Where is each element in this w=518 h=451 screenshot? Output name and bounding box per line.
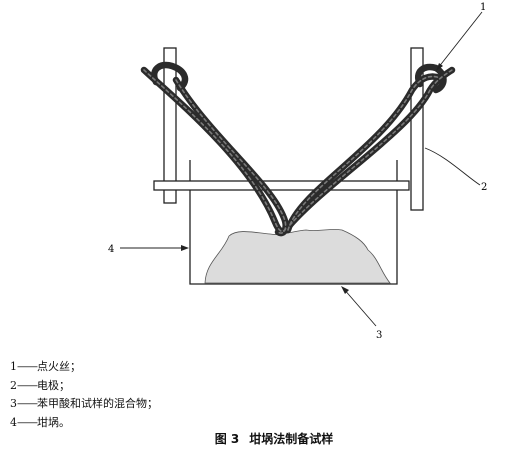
- figure-title: 坩埚法制备试样: [249, 432, 334, 446]
- legend-item: 4——坩埚。: [10, 414, 158, 433]
- ignition-wire: [140, 61, 456, 237]
- callout-1: 1: [480, 2, 486, 13]
- callout-2: 2: [481, 182, 487, 193]
- legend-item: 1——点火丝；: [10, 358, 158, 377]
- leader-line-2: [424, 147, 481, 186]
- leader-line-1: [437, 11, 483, 69]
- legend-number: 3: [10, 397, 17, 410]
- crucible: [189, 160, 398, 285]
- leader-arrow-4: [181, 245, 189, 251]
- callout-3: 3: [376, 330, 382, 341]
- legend-dash: ——: [17, 415, 38, 429]
- legend-dash: ——: [17, 397, 38, 410]
- electrode-crossbar: [153, 180, 410, 191]
- figure-number: 图 3: [214, 432, 240, 446]
- legend-number: 2: [10, 378, 17, 392]
- leader-line-3: [342, 287, 377, 327]
- legend-number: 1: [10, 360, 17, 373]
- legend-text: 点火丝；: [37, 360, 81, 373]
- legend-text: 电极；: [37, 378, 70, 392]
- left-electrode: [163, 47, 177, 204]
- figure-caption: 图 3 坩埚法制备试样: [0, 430, 518, 447]
- legend: 1——点火丝； 2——电极； 3——苯甲酸和试样的混合物； 4——坩埚。: [10, 358, 158, 432]
- legend-dash: ——: [17, 378, 38, 392]
- crucible-diagram: 1 2 3 4: [108, 2, 487, 341]
- sample-mixture: [204, 229, 391, 284]
- legend-number: 4: [10, 415, 17, 429]
- leader-arrow-1: [436, 63, 443, 71]
- legend-item: 2——电极；: [10, 377, 158, 396]
- legend-text: 苯甲酸和试样的混合物；: [37, 397, 158, 410]
- callout-4: 4: [108, 244, 114, 255]
- leader-arrow-3: [341, 286, 349, 294]
- legend-item: 3——苯甲酸和试样的混合物；: [10, 395, 158, 414]
- legend-text: 坩埚。: [37, 415, 70, 429]
- legend-dash: ——: [17, 360, 38, 373]
